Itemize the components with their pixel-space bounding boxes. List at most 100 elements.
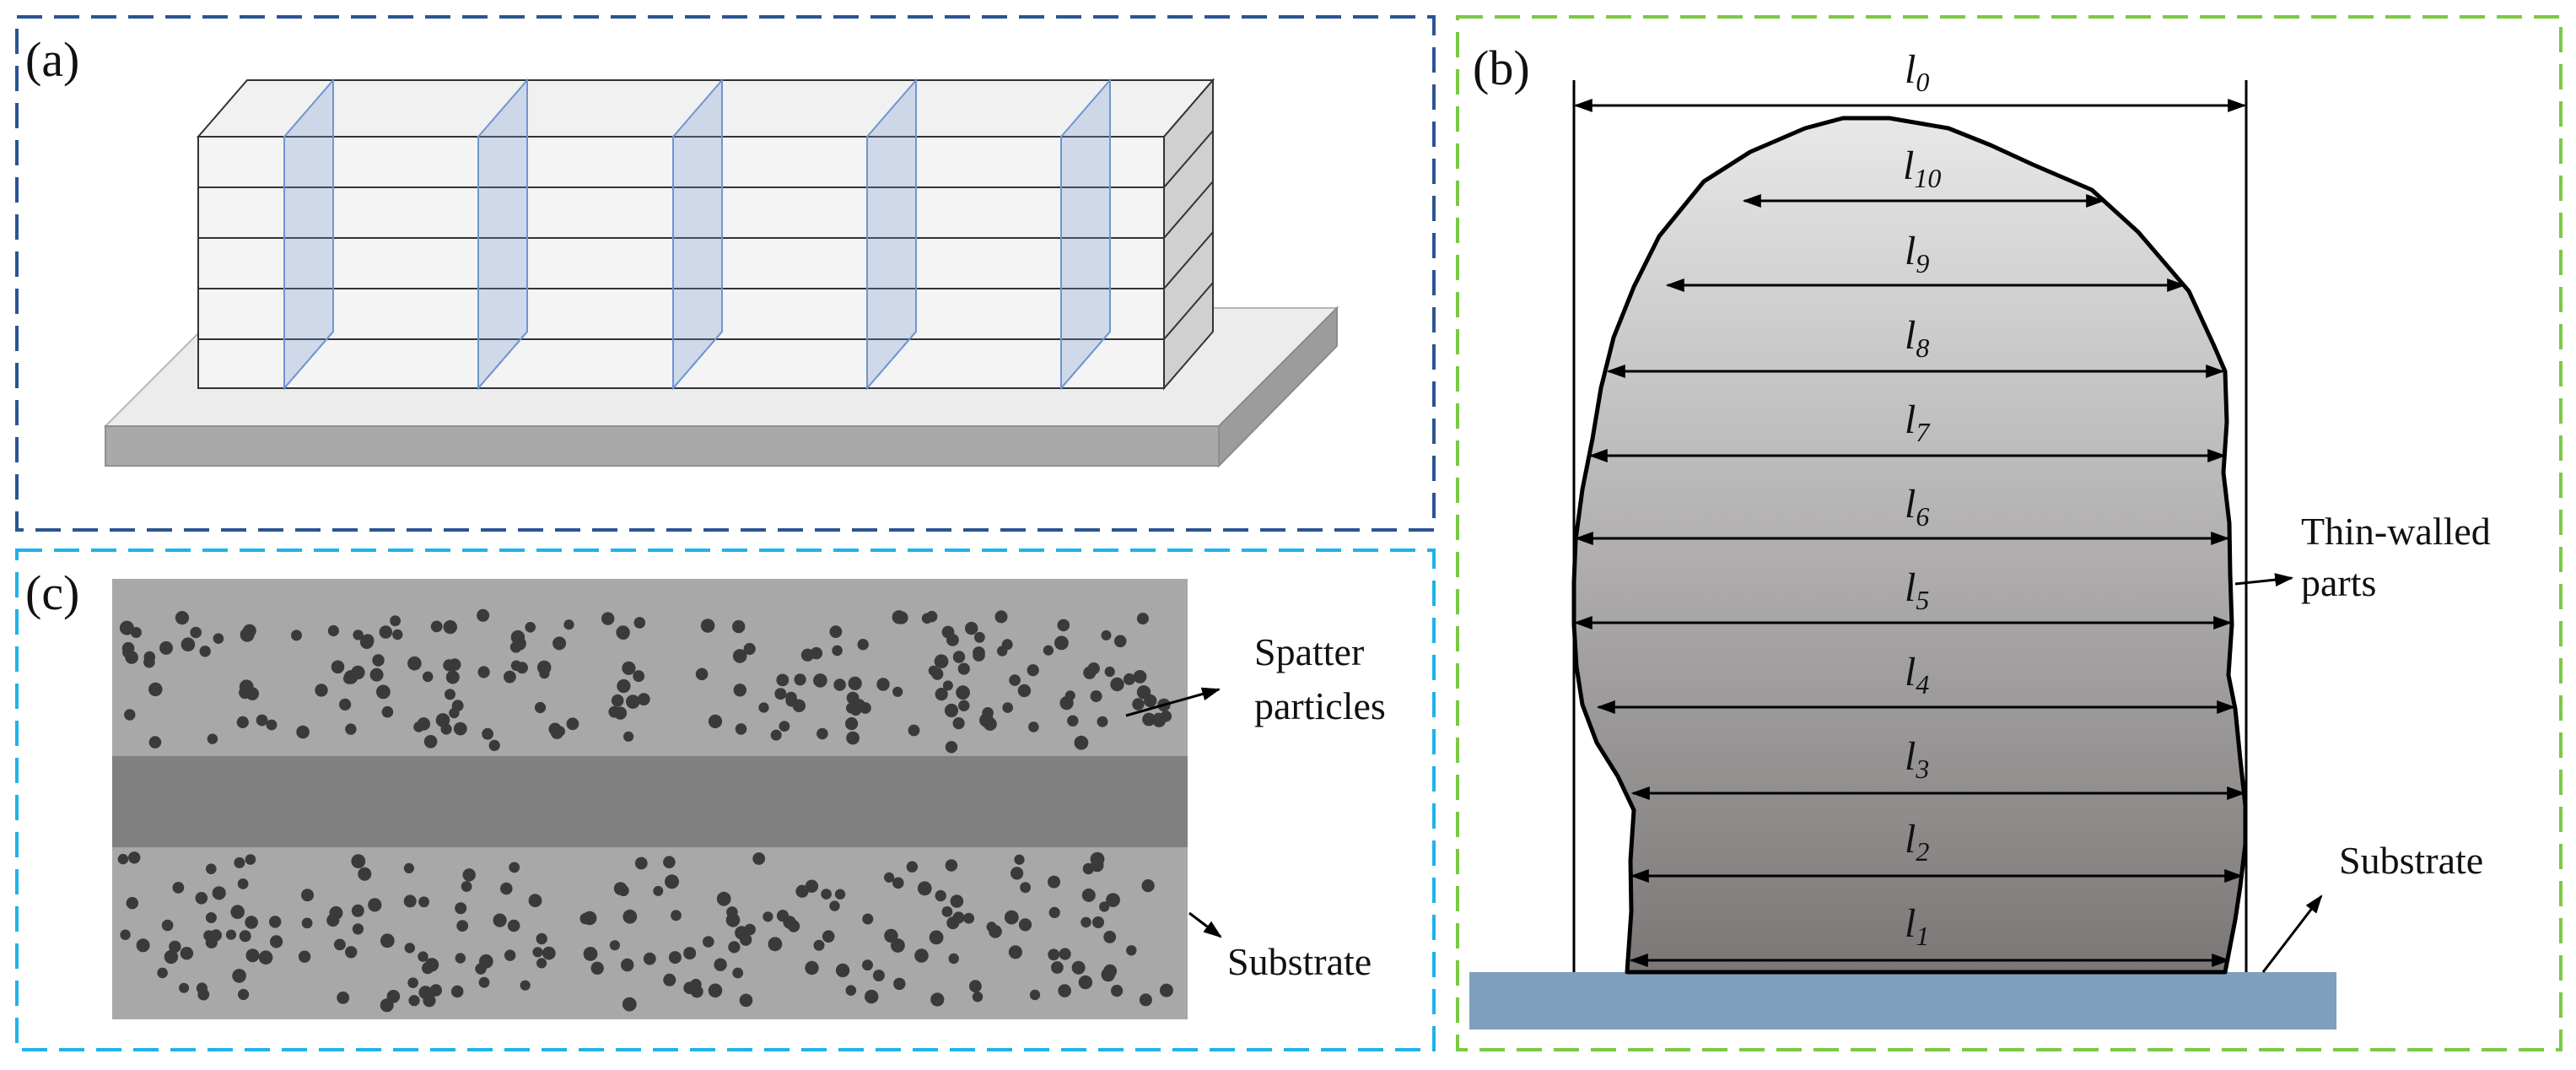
label-l7: l7: [1905, 397, 1931, 447]
spatter-particle: [1099, 901, 1110, 912]
spatter-particle: [566, 717, 579, 731]
spatter-particle: [205, 912, 217, 923]
spatter-particle: [199, 646, 211, 657]
spatter-particle: [403, 894, 417, 908]
spatter-particle: [986, 921, 997, 932]
panel-a-frame: [15, 15, 1436, 532]
spatter-particle: [408, 995, 420, 1007]
spatter-particle: [334, 938, 346, 951]
spatter-particle: [380, 998, 394, 1013]
panel-a-block-front: [197, 136, 1165, 389]
spatter-particle: [358, 867, 372, 881]
spatter-particle: [972, 992, 984, 1002]
panel-a-layer-lines: [198, 130, 1214, 340]
spatter-particle: [1081, 888, 1096, 902]
spatter-particle: [941, 625, 955, 639]
spatter-particle: [945, 741, 958, 754]
spatter-particle: [708, 983, 723, 998]
spatter-particle: [822, 930, 835, 943]
spatter-particle: [482, 727, 493, 740]
spatter-particle: [683, 947, 697, 960]
spatter-particle: [795, 884, 809, 898]
spatter-particle: [956, 685, 970, 700]
spatter-particle: [821, 889, 832, 900]
spatter-particle: [1082, 862, 1095, 875]
spatter-particle: [1009, 674, 1021, 686]
spatter-particle: [583, 947, 598, 961]
thin-walled-pointer-arrow: [2234, 573, 2294, 587]
spatter-particle: [343, 673, 355, 684]
spatter-particle: [1008, 945, 1022, 959]
spatter-particle: [536, 932, 547, 945]
spatter-particle: [1043, 645, 1054, 656]
spatter-particle: [732, 619, 746, 634]
spatter-particle: [563, 619, 574, 630]
label-l6: l6: [1905, 482, 1929, 532]
spatter-particle: [1123, 673, 1135, 685]
spatter-particle: [908, 724, 920, 737]
spatter-particle: [948, 953, 959, 965]
spatter-particle: [337, 992, 350, 1004]
spatter-particle: [500, 882, 513, 895]
spatter-particle: [504, 670, 516, 684]
spatter-particle: [128, 851, 141, 864]
spatter-particle: [478, 976, 490, 988]
spatter-particle: [783, 916, 796, 929]
spatter-particle: [461, 881, 472, 892]
spatter-particle: [550, 726, 563, 739]
spatter-particle: [893, 977, 906, 991]
spatter-particle: [857, 639, 869, 651]
spatter-particle: [668, 951, 682, 965]
spatter-particle: [1014, 854, 1025, 865]
spatter-particle: [884, 872, 895, 883]
spatter-particle: [853, 699, 865, 711]
spatter-particle: [525, 622, 536, 633]
spatter-particle: [621, 958, 634, 972]
spatter-particle: [1139, 993, 1152, 1007]
spatter-particle: [862, 913, 874, 925]
spatter-particle: [633, 670, 645, 683]
spatter-particle: [1048, 906, 1060, 918]
spatter-particle: [917, 881, 932, 896]
spatter-particle: [450, 985, 464, 998]
spatter-particle: [891, 938, 905, 953]
spatter-particle: [1104, 666, 1115, 678]
spatter-particle: [1054, 635, 1069, 651]
spatter-particle: [716, 891, 731, 906]
spatter-particle: [613, 706, 628, 720]
spatter-particle: [542, 946, 556, 960]
spatter-particle: [732, 967, 744, 979]
spatter-particle: [974, 631, 985, 643]
spatter-particle: [758, 702, 769, 713]
label-l9: l9: [1905, 229, 1929, 278]
spatter-particle: [510, 660, 522, 672]
spatter-particle: [1136, 685, 1151, 700]
spatter-particle: [945, 859, 958, 872]
spatter-particle: [291, 630, 302, 641]
spatter-particle: [1159, 983, 1173, 997]
spatter-particle: [862, 959, 873, 971]
spatter-particle: [520, 980, 531, 991]
spatter-particle: [735, 723, 747, 735]
spatter-particle: [752, 852, 766, 865]
spatter-particle: [952, 911, 965, 924]
spatter-particle: [1059, 948, 1071, 960]
spatter-particle: [455, 902, 467, 915]
spatter-particle: [301, 917, 313, 929]
spatter-particle: [148, 682, 163, 697]
spatter-particle: [119, 620, 134, 635]
spatter-particle: [582, 911, 597, 926]
spatter-particle: [805, 960, 819, 975]
spatter-particle: [816, 727, 828, 740]
spatter-particle: [203, 930, 215, 942]
spatter-particle: [950, 894, 964, 908]
panel-c-label: (c): [25, 565, 79, 620]
spatter-particle: [136, 938, 150, 953]
spatter-particle: [892, 610, 907, 624]
spatter-particle: [157, 967, 168, 979]
spatter-particle: [1132, 698, 1145, 711]
spatter-particle: [944, 703, 959, 718]
spatter-particle: [372, 654, 385, 667]
spatter-particle: [845, 717, 859, 731]
